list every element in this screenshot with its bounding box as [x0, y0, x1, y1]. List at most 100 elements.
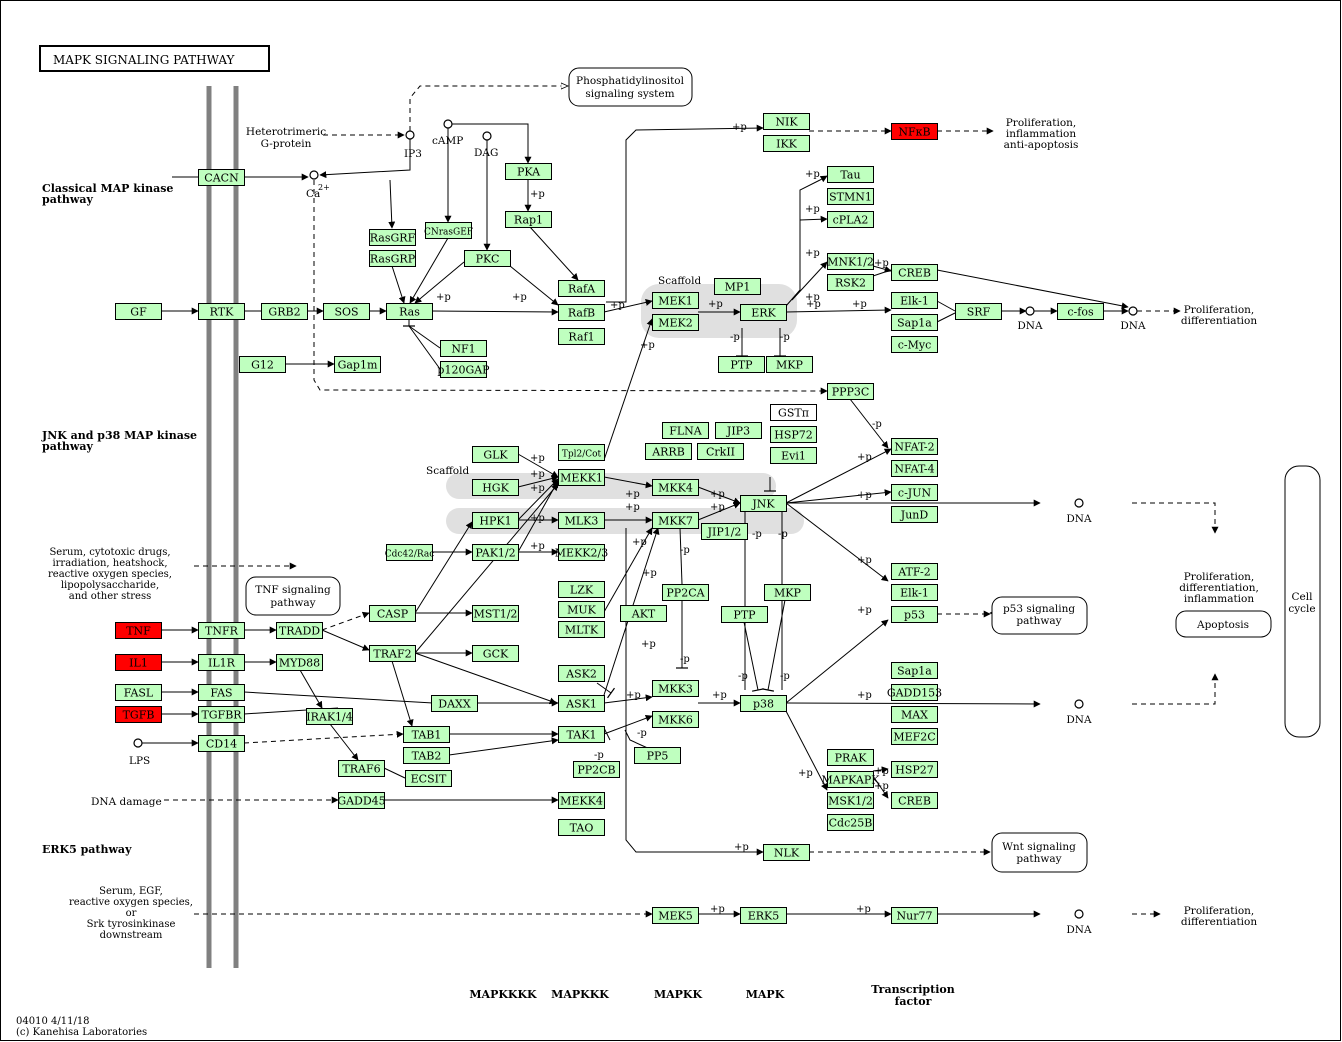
gene-gf[interactable]: GF [115, 303, 162, 320]
gene-flna[interactable]: FLNA [662, 422, 709, 439]
gene-mekk23[interactable]: MEKK2/3 [555, 544, 608, 561]
gene-ask2[interactable]: ASK2 [558, 665, 605, 682]
gene-gadd45[interactable]: GADD45 [337, 792, 386, 809]
gene-mkp2[interactable]: MKP [764, 584, 811, 601]
gene-raf1[interactable]: Raf1 [558, 328, 605, 345]
gene-erk5[interactable]: ERK5 [740, 907, 787, 924]
gene-nik[interactable]: NIK [763, 113, 810, 130]
gene-rasgrp[interactable]: RasGRP [369, 250, 416, 267]
gene-ask1[interactable]: ASK1 [558, 695, 605, 712]
gene-cacn[interactable]: CACN [198, 169, 245, 186]
gene-nlk[interactable]: NLK [763, 844, 810, 861]
gene-mapkapk[interactable]: MAPKAPK [822, 771, 881, 788]
gene-rap1[interactable]: Rap1 [505, 211, 552, 228]
gene-fas[interactable]: FAS [198, 684, 245, 701]
gene-tab2[interactable]: TAB2 [403, 747, 450, 764]
gene-cmyc[interactable]: c-Myc [891, 336, 938, 353]
gene-mnk12[interactable]: MNK1/2 [827, 253, 874, 270]
gene-p38[interactable]: p38 [740, 695, 787, 712]
gene-nf1[interactable]: NF1 [440, 340, 487, 357]
gene-traf2[interactable]: TRAF2 [369, 645, 416, 662]
gene-mkp[interactable]: MKP [766, 356, 813, 373]
gene-il1[interactable]: IL1 [115, 654, 162, 671]
gene-mekk1[interactable]: MEKK1 [558, 469, 605, 486]
gene-rafa[interactable]: RafA [558, 280, 605, 297]
gene-mef2c[interactable]: MEF2C [891, 728, 938, 745]
gene-rtk[interactable]: RTK [198, 303, 245, 320]
gene-tradd[interactable]: TRADD [276, 622, 323, 639]
gene-mek1[interactable]: MEK1 [652, 292, 699, 309]
gene-mst12[interactable]: MST1/2 [472, 605, 519, 622]
gene-g12[interactable]: G12 [239, 356, 286, 373]
gene-msk12[interactable]: MSK1/2 [827, 792, 874, 809]
gene-sos[interactable]: SOS [323, 303, 370, 320]
gene-grb2[interactable]: GRB2 [261, 303, 308, 320]
gene-crkii[interactable]: CrkII [697, 443, 744, 460]
gene-lzk[interactable]: LZK [558, 581, 605, 598]
gene-nfat2[interactable]: NFAT-2 [891, 438, 938, 455]
gene-pkc[interactable]: PKC [464, 250, 511, 267]
gene-gstpi[interactable]: GSTπ [770, 404, 817, 421]
gene-nur77[interactable]: Nur77 [891, 907, 938, 924]
gene-pp2ca[interactable]: PP2CA [662, 584, 709, 601]
gene-tnf[interactable]: TNF [115, 622, 162, 639]
gene-jund[interactable]: JunD [891, 506, 938, 523]
gene-cd14[interactable]: CD14 [198, 735, 245, 752]
gene-hsp27[interactable]: HSP27 [891, 761, 938, 778]
gene-gadd153[interactable]: GADD153 [887, 684, 942, 701]
gene-mek5[interactable]: MEK5 [652, 907, 699, 924]
gene-prak[interactable]: PRAK [827, 749, 874, 766]
gene-ptp2[interactable]: PTP [721, 606, 768, 623]
gene-nfat4[interactable]: NFAT-4 [891, 460, 938, 477]
gene-casp[interactable]: CASP [369, 605, 416, 622]
gene-gck[interactable]: GCK [472, 645, 519, 662]
gene-hgk[interactable]: HGK [472, 479, 519, 496]
gene-sap1a2[interactable]: Sap1a [891, 662, 938, 679]
gene-irak14[interactable]: IRAK1/4 [306, 708, 353, 725]
gene-stmn1[interactable]: STMN1 [827, 188, 874, 205]
gene-elk1[interactable]: Elk-1 [891, 292, 938, 309]
gene-tab1[interactable]: TAB1 [403, 726, 450, 743]
gene-ikk[interactable]: IKK [763, 135, 810, 152]
gene-ras[interactable]: Ras [386, 303, 433, 320]
gene-mkk4[interactable]: MKK4 [652, 479, 699, 496]
gene-mkk6[interactable]: MKK6 [652, 711, 699, 728]
gene-max[interactable]: MAX [891, 706, 938, 723]
gene-nfkb[interactable]: NFκB [891, 123, 938, 140]
gene-ecsit[interactable]: ECSIT [405, 770, 452, 787]
gene-jnk[interactable]: JNK [740, 495, 787, 512]
gene-mltk[interactable]: MLTK [558, 621, 605, 638]
gene-tpl2[interactable]: Tpl2/Cot [558, 444, 605, 461]
gene-evi1[interactable]: Evi1 [770, 447, 817, 464]
gene-rsk2[interactable]: RSK2 [827, 274, 874, 291]
gene-mek2[interactable]: MEK2 [652, 314, 699, 331]
gene-cdc42[interactable]: Cdc42/Rac [385, 544, 435, 561]
gene-rafb[interactable]: RafB [558, 304, 605, 321]
gene-p53[interactable]: p53 [891, 606, 938, 623]
gene-pak12[interactable]: PAK1/2 [472, 544, 519, 561]
gene-hsp72[interactable]: HSP72 [770, 426, 817, 443]
gene-mekk4[interactable]: MEKK4 [558, 792, 605, 809]
gene-pka[interactable]: PKA [505, 163, 552, 180]
gene-atf2[interactable]: ATF-2 [891, 563, 938, 580]
gene-cpla2[interactable]: cPLA2 [827, 211, 874, 228]
gene-erk[interactable]: ERK [740, 304, 787, 321]
gene-fasl[interactable]: FASL [115, 684, 162, 701]
gene-gap1m[interactable]: Gap1m [334, 356, 381, 373]
gene-mp1[interactable]: MP1 [714, 278, 761, 295]
gene-hpk1[interactable]: HPK1 [472, 512, 519, 529]
gene-il1r[interactable]: IL1R [198, 654, 245, 671]
gene-cjun[interactable]: c-JUN [891, 484, 938, 501]
gene-tnfr[interactable]: TNFR [198, 622, 245, 639]
gene-mlk3[interactable]: MLK3 [558, 512, 605, 529]
gene-jip3[interactable]: JIP3 [715, 422, 762, 439]
gene-glk[interactable]: GLK [472, 446, 519, 463]
gene-traf6[interactable]: TRAF6 [338, 760, 385, 777]
gene-srf[interactable]: SRF [955, 303, 1002, 320]
gene-ppp3c[interactable]: PPP3C [827, 383, 874, 400]
gene-arrb[interactable]: ARRB [645, 443, 692, 460]
gene-pp2cb[interactable]: PP2CB [573, 761, 620, 778]
gene-p120gap[interactable]: p120GAP [437, 361, 490, 378]
gene-muk[interactable]: MUK [558, 601, 605, 618]
gene-tak1[interactable]: TAK1 [558, 726, 605, 743]
